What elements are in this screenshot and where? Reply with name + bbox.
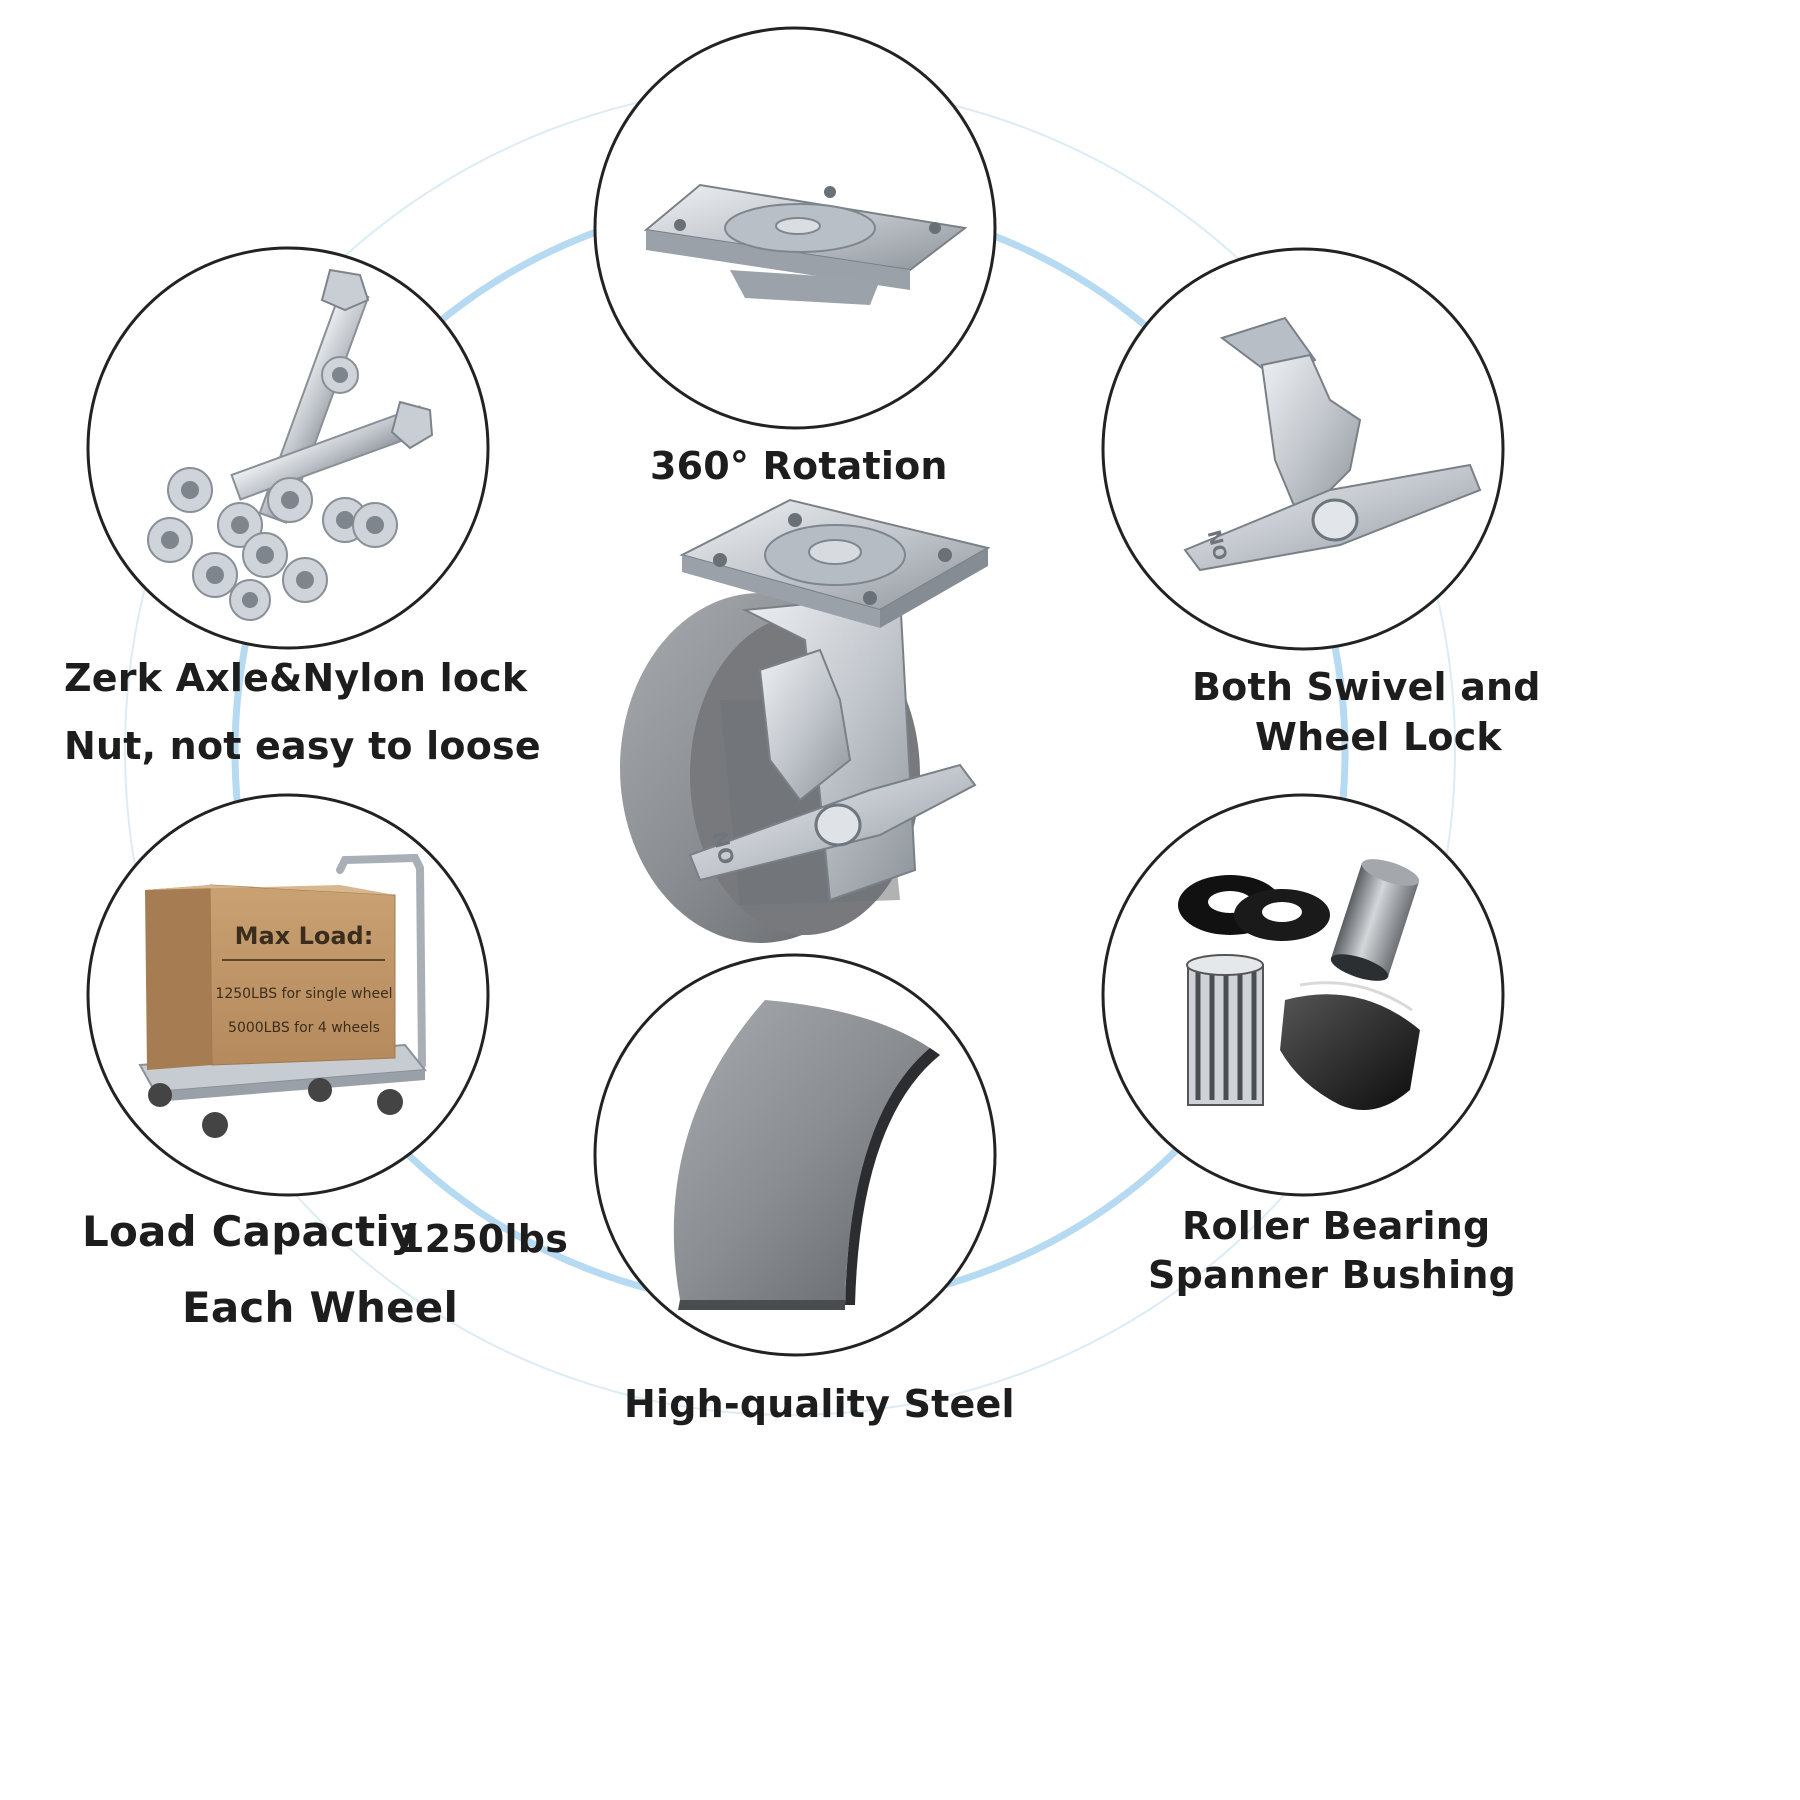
rotation-caption: 360° Rotation [650, 444, 948, 488]
max-load-title: Max Load: [235, 922, 374, 950]
load-caption-line2: Each Wheel [182, 1283, 459, 1332]
steel-wheel-section-image [673, 1000, 940, 1310]
axle-caption-line2: Nut, not easy to loose [64, 724, 541, 768]
swivel-caster-main-image: ON [620, 498, 991, 943]
steel-feature-circle [593, 953, 997, 1357]
mounting-plate-image [643, 183, 968, 305]
product-feature-graphic: ON [86, 26, 1505, 1416]
load-feature-circle: Max Load: 1250LBS for single wheel 5000L… [86, 793, 490, 1197]
rotation-feature-circle [593, 26, 997, 430]
brake-lever-image: ON [1183, 316, 1482, 572]
lock-caption-line2: Wheel Lock [1255, 715, 1502, 759]
lock-caption-line1: Both Swivel and [1192, 665, 1541, 709]
load-caption-line1: Load Capactiy [82, 1207, 418, 1256]
steel-caption: High-quality Steel [624, 1382, 1015, 1426]
bearing-feature-circle [1101, 793, 1505, 1197]
load-caption-value: 1250lbs [398, 1217, 569, 1261]
max-load-single-wheel: 1250LBS for single wheel [215, 986, 392, 1002]
cart-with-box-image: Max Load: 1250LBS for single wheel 5000L… [138, 853, 427, 1138]
bearing-caption-line2: Spanner Bushing [1148, 1253, 1517, 1297]
bearing-caption-line1: Roller Bearing [1182, 1204, 1491, 1248]
bearing-parts-image [1178, 859, 1420, 1110]
axle-caption-line1: Zerk Axle&Nylon lock [64, 656, 528, 700]
axle-nut-feature-circle [86, 246, 490, 650]
lock-feature-circle: ON [1101, 247, 1505, 651]
axle-bolts-image [147, 268, 434, 621]
max-load-four-wheels: 5000LBS for 4 wheels [228, 1020, 380, 1036]
